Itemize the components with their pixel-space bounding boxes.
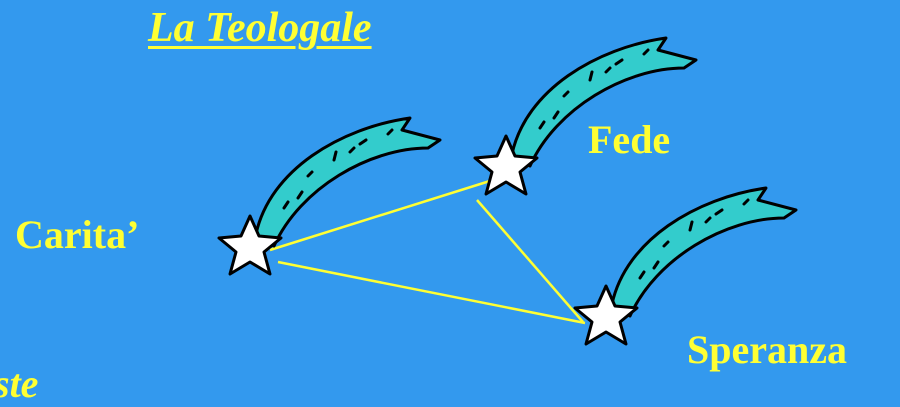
label-speranza: Speranza	[687, 326, 847, 373]
label-carita: Carita’	[15, 211, 139, 258]
shooting-star-icon	[219, 118, 440, 274]
shooting-star-icon	[575, 188, 796, 344]
cut-off-text: ste	[0, 360, 38, 407]
constellation-lines	[270, 180, 585, 323]
label-fede: Fede	[588, 116, 670, 163]
constellation-diagram	[0, 0, 900, 377]
